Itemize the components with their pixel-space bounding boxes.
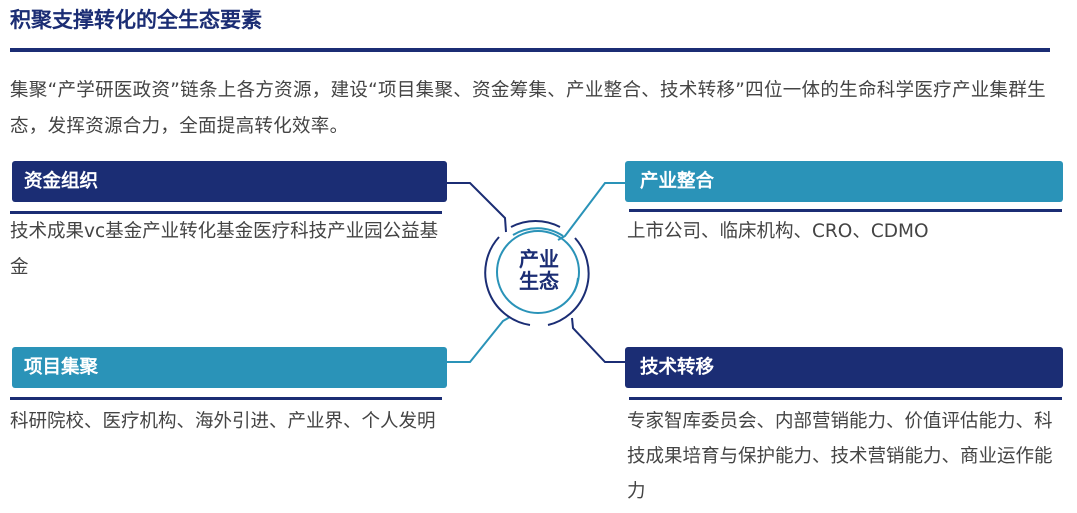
- center-line-2: 生态: [519, 269, 559, 293]
- connector-bottom-left: [446, 316, 511, 363]
- connector-top-right: [557, 182, 625, 241]
- card-divider: [629, 397, 1062, 400]
- intro-text: 集聚“产学研医政资”链条上各方资源，建设“项目集聚、资金筹集、产业整合、技术转移…: [10, 80, 1046, 137]
- outer-ring-right: [547, 237, 590, 326]
- card-header-projects: 项目集聚: [12, 347, 447, 388]
- card-divider: [10, 397, 442, 400]
- card-desc-industry: 上市公司、临床机构、CRO、CDMO: [627, 221, 929, 242]
- card-header-tech-transfer: 技术转移: [625, 347, 1063, 388]
- page-title: 积聚支撑转化的全生态要素: [10, 8, 262, 32]
- card-header-funding: 资金组织: [12, 161, 447, 202]
- title-divider: [10, 48, 1050, 52]
- card-desc-projects: 科研院校、医疗机构、海外引进、产业界、个人发明: [10, 411, 436, 432]
- outer-ring-left: [484, 236, 531, 326]
- card-divider: [10, 211, 442, 214]
- card-divider: [629, 209, 1062, 212]
- card-desc-funding: 技术成果vc基金产业转化基金医疗科技产业园公益基金: [10, 221, 439, 278]
- mid-arc: [573, 277, 579, 293]
- inner-ring: [496, 230, 580, 314]
- card-desc-tech-transfer: 专家智库委员会、内部营销能力、价值评估能力、科技成果培育与保护能力、技术营销能力…: [627, 411, 1053, 502]
- card-header-industry: 产业整合: [625, 161, 1063, 202]
- top-arc: [510, 220, 561, 228]
- center-line-1: 产业: [519, 247, 559, 271]
- center-label: 产业 生态: [508, 248, 570, 292]
- top-arc-inner: [512, 227, 564, 237]
- connector-top-left: [446, 182, 507, 233]
- connector-bottom-right: [571, 317, 625, 363]
